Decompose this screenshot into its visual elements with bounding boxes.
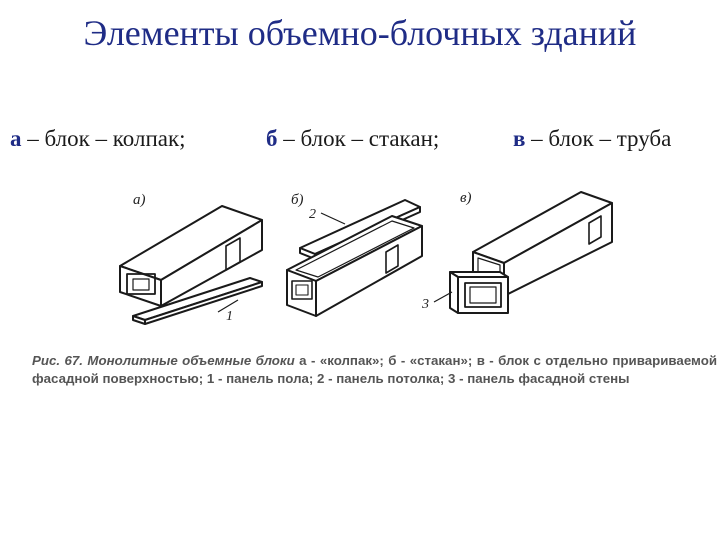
type-b-letter: б bbox=[266, 126, 278, 151]
callout-1: 1 bbox=[226, 309, 233, 324]
callout-2: 2 bbox=[309, 207, 316, 222]
slide-title: Элементы объемно-блочных зданий bbox=[83, 13, 637, 53]
type-b: б – блок – стакан; bbox=[266, 126, 439, 152]
callout-3: 3 bbox=[421, 297, 429, 312]
cup-block bbox=[286, 199, 423, 317]
cap-block bbox=[119, 205, 263, 325]
figure-label-a: а) bbox=[133, 192, 146, 208]
type-a: а – блок – колпак; bbox=[10, 126, 186, 152]
caption-text: а - «колпак»; б - «стакан»; в - блок с о… bbox=[32, 353, 717, 386]
type-b-text: – блок – стакан; bbox=[277, 126, 440, 151]
figure-label-c: в) bbox=[460, 190, 472, 206]
type-c-letter: в bbox=[513, 126, 526, 151]
type-c: в – блок – труба bbox=[513, 126, 671, 152]
leader-1 bbox=[217, 299, 239, 313]
figure-label-b: б) bbox=[291, 192, 304, 208]
type-a-text: – блок – колпак; bbox=[21, 126, 186, 151]
tube-block bbox=[449, 191, 613, 314]
caption-lead: Рис. 67. Монолитные объемные блоки bbox=[32, 353, 295, 368]
type-c-text: – блок – труба bbox=[525, 126, 672, 151]
type-a-letter: а bbox=[10, 126, 22, 151]
leader-3 bbox=[433, 291, 453, 303]
leader-2 bbox=[320, 212, 346, 225]
figure-caption: Рис. 67. Монолитные объемные блоки а - «… bbox=[32, 352, 717, 388]
